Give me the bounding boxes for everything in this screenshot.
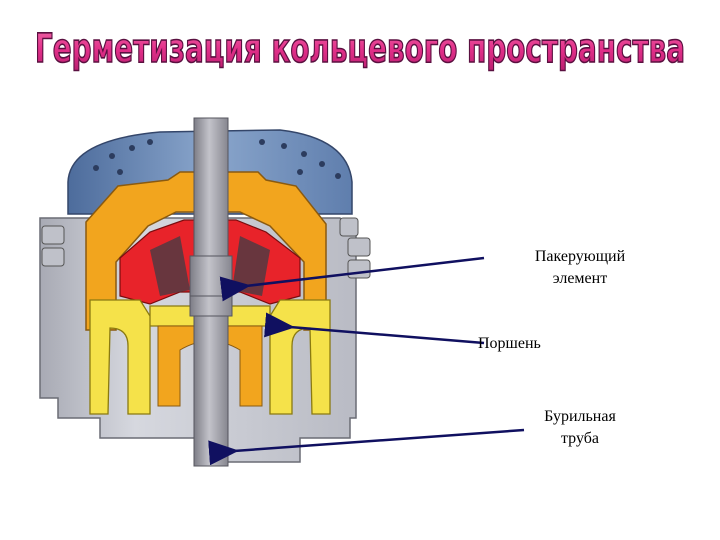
arrow-packer — [219, 256, 485, 302]
cap-bolt-holes — [93, 139, 341, 179]
label-drill-pipe: Бурильная труба — [515, 406, 645, 450]
label-pipe-line2: труба — [560, 430, 599, 447]
label-piston: Поршень — [478, 333, 588, 355]
label-packing-element: Пакерующий элемент — [510, 246, 650, 290]
slide-title: Герметизация кольцевого пространства — [35, 26, 685, 72]
arrow-pipe — [208, 428, 525, 466]
slide-title-graphic: Герметизация кольцевого пространства — [34, 25, 686, 73]
pipe-tool-joint — [189, 255, 233, 317]
piston-housing — [85, 171, 327, 331]
label-pipe-line1: Бурильная — [544, 408, 616, 425]
label-packing-line1: Пакерующий — [534, 248, 626, 265]
arrow-piston — [264, 312, 485, 345]
flange-bolts — [41, 217, 371, 279]
label-piston-text: Поршень — [478, 335, 541, 352]
label-packing-line2: элемент — [552, 270, 608, 287]
